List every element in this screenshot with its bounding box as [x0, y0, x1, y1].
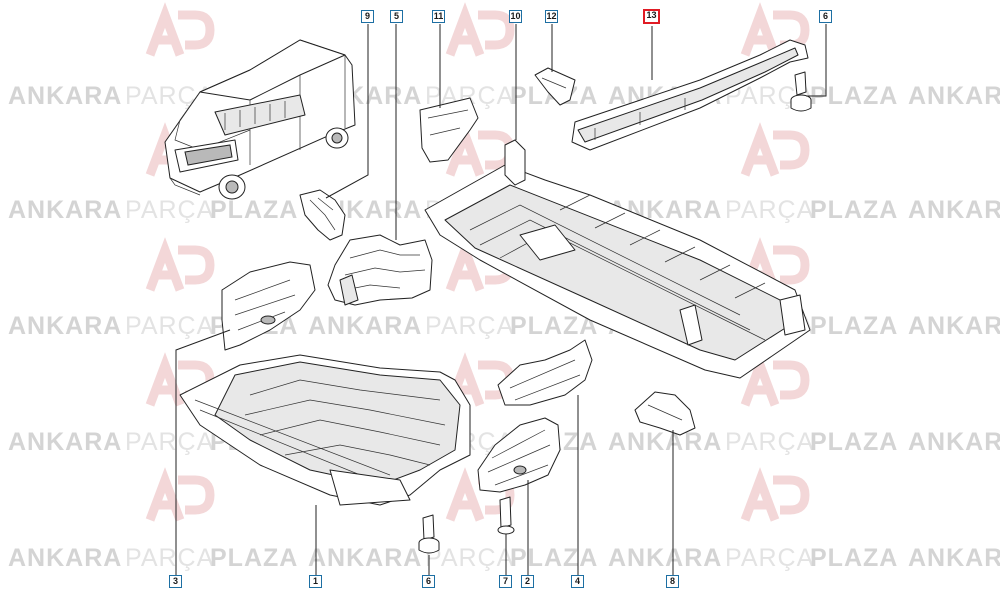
wm-plaza: PLAZA	[210, 544, 298, 572]
part-5-shield	[327, 24, 433, 306]
wm-parca: PARÇA	[125, 428, 214, 456]
wm-plaza: PLAZA	[810, 428, 898, 456]
wm-ankara: ANKARA	[908, 196, 1000, 224]
callout-4[interactable]: 4	[571, 575, 584, 588]
part-11-plate	[419, 24, 479, 163]
wm-parca: PARÇA	[725, 428, 814, 456]
callout-13[interactable]: 13	[643, 9, 660, 24]
watermark-row: ANKARA PARÇA PLAZA ANKARA PARÇA PLAZA AN…	[8, 544, 1000, 572]
callout-10[interactable]: 10	[509, 10, 522, 23]
wm-ankara: ANKARA	[8, 196, 122, 224]
callout-12[interactable]: 12	[545, 10, 558, 23]
part-6-bolt-top	[790, 24, 827, 112]
part-8-bracket	[634, 391, 696, 575]
wm-plaza: PLAZA	[510, 544, 598, 572]
wm-ankara: ANKARA	[8, 428, 122, 456]
wm-plaza: PLAZA	[810, 196, 898, 224]
callout-6-bottom[interactable]: 6	[422, 575, 435, 588]
wm-ankara: ANKARA	[8, 544, 122, 572]
callout-3[interactable]: 3	[169, 575, 182, 588]
part-7-bolt	[497, 496, 515, 575]
part-12-bracket	[534, 24, 576, 106]
part-10-floor-frame	[424, 24, 811, 379]
callout-8[interactable]: 8	[666, 575, 679, 588]
van-thumbnail	[164, 39, 356, 200]
watermark-row: ANKARA PARÇA PLAZA ANKARA PARÇA PLAZA AN…	[8, 312, 1000, 340]
wm-ankara: ANKARA	[608, 544, 722, 572]
callout-1[interactable]: 1	[309, 575, 322, 588]
part-9-bracket	[299, 24, 369, 241]
wm-ankara: ANKARA	[8, 82, 122, 110]
wm-plaza: PLAZA	[810, 544, 898, 572]
part-1-main-undertray	[179, 354, 471, 575]
wm-ankara: ANKARA	[8, 312, 122, 340]
part-2-lower-shield	[477, 417, 561, 575]
watermark-row: ANKARA PARÇA PLAZA ANKARA PARÇA PLAZA AN…	[8, 82, 1000, 110]
callout-11[interactable]: 11	[432, 10, 445, 23]
wm-ankara: ANKARA	[908, 312, 1000, 340]
part-4-side-shield	[497, 339, 593, 575]
callout-6-top[interactable]: 6	[819, 10, 832, 23]
part-13-side-rail	[571, 26, 809, 151]
wm-parca: PARÇA	[125, 196, 214, 224]
callout-5[interactable]: 5	[390, 10, 403, 23]
callout-7[interactable]: 7	[499, 575, 512, 588]
callout-2[interactable]: 2	[521, 575, 534, 588]
wm-ankara: ANKARA	[308, 544, 422, 572]
wm-ankara: ANKARA	[308, 312, 422, 340]
wm-plaza: PLAZA	[810, 312, 898, 340]
wm-parca: PARÇA	[125, 544, 214, 572]
wm-parca: PARÇA	[725, 544, 814, 572]
wm-plaza: PLAZA	[210, 196, 298, 224]
wm-plaza: PLAZA	[510, 312, 598, 340]
wm-parca: PARÇA	[425, 544, 514, 572]
wm-parca: PARÇA	[125, 312, 214, 340]
wm-ankara: ANKARA	[608, 428, 722, 456]
wm-ankara: ANKARA	[908, 82, 1000, 110]
wm-ankara: ANKARA	[908, 544, 1000, 572]
part-6-bolt-bottom	[418, 514, 440, 575]
wm-ankara: ANKARA	[908, 428, 1000, 456]
callout-9[interactable]: 9	[361, 10, 374, 23]
wm-parca: PARÇA	[725, 196, 814, 224]
wm-parca: PARÇA	[425, 312, 514, 340]
part-3-front-shield	[175, 261, 316, 575]
